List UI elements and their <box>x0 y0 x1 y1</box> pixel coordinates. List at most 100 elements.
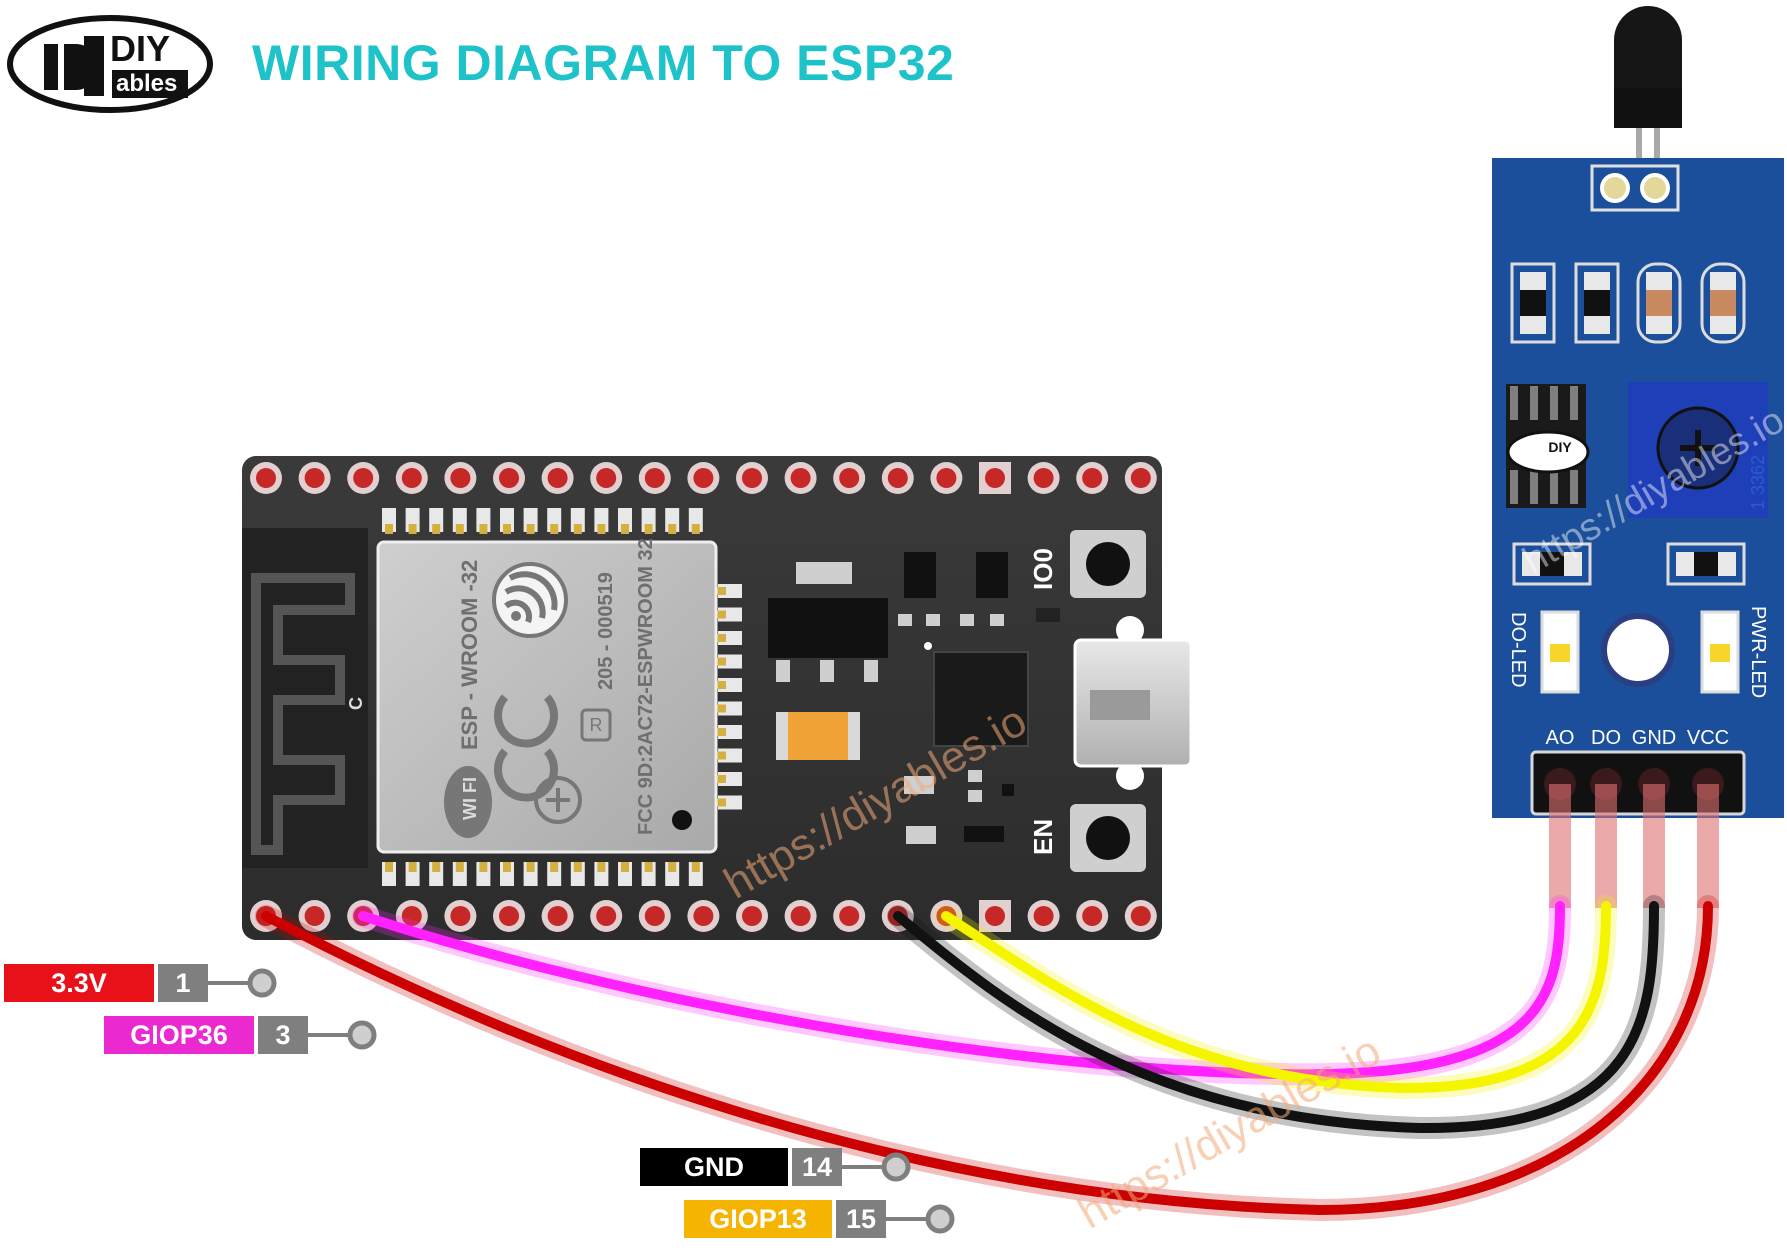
module-pad-solder <box>716 798 726 807</box>
header-pin <box>833 462 866 494</box>
smd-resistor <box>1666 542 1746 586</box>
legend-terminal <box>881 1152 911 1182</box>
module-pad-solder <box>455 524 464 534</box>
sensor-lead <box>1549 784 1571 908</box>
legend-terminal <box>247 968 277 998</box>
header-pin <box>687 900 720 932</box>
pin-legend-label: 3.3V <box>4 964 154 1002</box>
registered-mark: R <box>580 708 612 742</box>
esp32-board: R WI FI ESP - WROOM -32 205 - 000519 FCC… <box>242 456 1193 940</box>
header-pin <box>881 462 914 494</box>
potentiometer[interactable] <box>1628 382 1768 518</box>
pwr-led <box>1700 610 1740 694</box>
smd-components <box>898 552 1060 844</box>
header-pin <box>833 900 866 932</box>
module-pad-solder <box>716 610 726 619</box>
header-pin <box>298 462 331 494</box>
module-pad-solder <box>550 862 559 872</box>
module-pad-solder <box>550 524 559 534</box>
sensor-lead <box>1595 784 1617 908</box>
wire-ao <box>352 895 1571 1086</box>
header-pin <box>1076 462 1109 494</box>
header-pin <box>444 462 477 494</box>
header-pin <box>590 900 623 932</box>
header-pin <box>444 900 477 932</box>
legend-terminal <box>347 1020 377 1050</box>
header-pin <box>395 462 428 494</box>
usb-uart-chip <box>924 642 1029 747</box>
en-button[interactable] <box>1070 804 1146 872</box>
espressif-logo <box>492 562 568 638</box>
wire-gnd <box>887 895 1665 1140</box>
io0-button[interactable] <box>1070 530 1146 598</box>
module-pad-solder <box>479 862 488 872</box>
module-pad-solder <box>621 524 629 534</box>
header-pin <box>1076 900 1109 932</box>
header-pin <box>1027 900 1060 932</box>
cert-id: 205 - 000519 <box>595 572 617 690</box>
telec-mark <box>534 776 582 824</box>
module-pad-solder <box>479 524 488 534</box>
do-led <box>1540 610 1580 694</box>
header-pin <box>1124 900 1157 932</box>
esp-wroom-shield: R WI FI ESP - WROOM -32 205 - 000519 FCC… <box>346 538 718 854</box>
header-pin <box>541 900 574 932</box>
header-pin <box>250 462 282 494</box>
smd-resistors <box>1510 262 1746 586</box>
ce-mark <box>494 694 558 802</box>
header-pin <box>930 462 963 494</box>
sensor-pin-label: AO <box>1546 727 1575 749</box>
diyables-logo: DIY ables <box>6 14 214 114</box>
header-pin <box>638 462 671 494</box>
header-pin <box>347 462 380 494</box>
module-pad-solder <box>432 862 441 872</box>
module-name: ESP - WROOM -32 <box>457 560 482 750</box>
header-pin <box>979 900 1011 932</box>
sensor-lead-pads <box>1590 164 1680 212</box>
header-pin <box>493 462 525 494</box>
module-pads-top <box>382 508 703 534</box>
module-pad-solder <box>573 862 582 872</box>
sensor-pin-label: GND <box>1632 727 1676 749</box>
header-pin <box>784 900 817 932</box>
header-pin <box>638 900 671 932</box>
header-pin <box>298 900 331 932</box>
pwr-led-label: PWR-LED <box>1747 606 1769 698</box>
header-pins-top <box>250 462 1157 494</box>
fcc-id: FCC 9D:2AC72-ESPWROOM 32 <box>635 538 657 835</box>
pin-legend-label: GIOP13 <box>684 1200 832 1238</box>
comparator-chip: DIY <box>1506 384 1590 508</box>
do-led-label: DO-LED <box>1507 612 1529 688</box>
module-pad-solder <box>455 862 464 872</box>
module-pad-solder <box>621 862 629 872</box>
header-pin <box>979 462 1011 494</box>
voltage-regulator <box>768 562 888 682</box>
micro-usb-port[interactable] <box>1073 616 1193 790</box>
header-pin <box>590 462 623 494</box>
header-pin <box>784 462 817 494</box>
module-pad-solder <box>644 862 653 872</box>
module-pad-solder <box>644 524 653 534</box>
logo-line2: ables <box>116 70 178 97</box>
wifi-text: WI FI <box>460 777 480 820</box>
module-pad-solder <box>716 681 726 689</box>
ir-receiver <box>1614 6 1682 190</box>
sensor-pin-label: DO <box>1591 727 1621 749</box>
page-title: WIRING DIAGRAM TO ESP32 <box>252 35 955 91</box>
wire-vcc <box>255 895 1719 1222</box>
pcb-antenna <box>242 528 368 868</box>
module-pad-solder <box>526 862 535 872</box>
module-pad-solder <box>691 862 700 872</box>
module-pad-solder <box>597 524 606 534</box>
smd-resistor <box>1510 262 1556 344</box>
module-pad-solder <box>597 862 606 872</box>
module-pad-solder <box>408 524 417 534</box>
sensor-pin-label: VCC <box>1687 727 1729 749</box>
smd-resistor <box>1636 262 1682 344</box>
tantalum-capacitor <box>776 712 860 760</box>
wire-do <box>935 895 1617 1100</box>
legend-terminal <box>925 1204 955 1234</box>
module-pad-solder <box>503 524 511 534</box>
wires <box>255 784 1719 1222</box>
